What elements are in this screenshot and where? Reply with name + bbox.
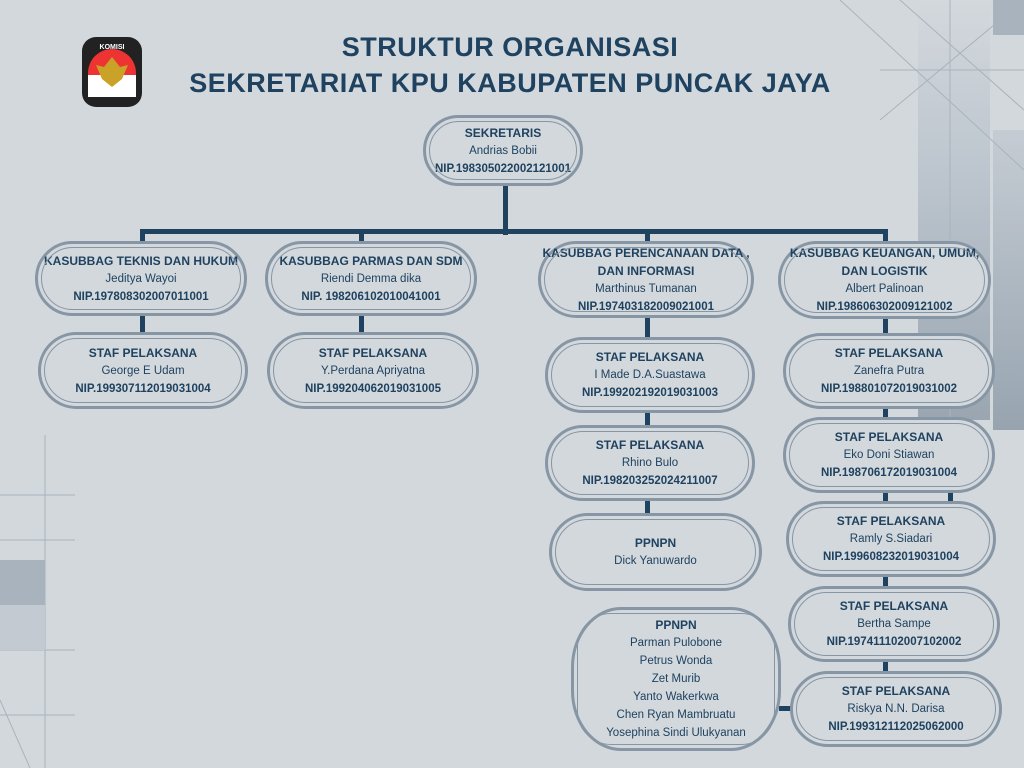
box-nip: NIP.199312112025062000	[828, 721, 964, 733]
connector	[883, 318, 888, 334]
org-box-ppnpn-perencanaan: PPNPN Dick Yanuwardo	[549, 513, 762, 591]
connector	[883, 229, 888, 242]
decor-strip-right	[993, 0, 1024, 35]
box-nip: NIP.198801072019031002	[820, 383, 957, 395]
box-person-name: Yosephina Sindi Ulukyanan	[606, 727, 746, 739]
connector	[645, 229, 650, 242]
box-nip: NIP.198706172019031004	[820, 467, 957, 479]
box-role: PPNPN	[634, 536, 677, 550]
connector	[779, 706, 791, 711]
box-role: STAF PELAKSANA	[318, 345, 428, 360]
connector	[359, 229, 364, 242]
box-role: STAF PELAKSANA	[595, 350, 705, 364]
connector	[140, 229, 145, 242]
box-role: STAF PELAKSANA	[834, 346, 944, 360]
box-role: PPNPN	[655, 618, 697, 632]
connector	[883, 576, 888, 587]
box-person-name: Parman Pulobone	[629, 637, 723, 649]
box-role: STAF PELAKSANA	[836, 514, 946, 528]
connector	[503, 185, 508, 235]
box-role: STAF PELAKSANA	[595, 438, 705, 452]
box-person-name: Riskya N.N. Darisa	[847, 703, 945, 715]
box-person-name: Albert Palinoan	[845, 283, 924, 295]
org-box-kasubbag-perencanaan: KASUBBAG PERENCANAAN DATA , DAN INFORMAS…	[538, 241, 754, 318]
box-person-name: I Made D.A.Suastawa	[594, 369, 706, 381]
connector	[883, 408, 888, 418]
connector	[359, 315, 364, 333]
svg-text:KOMISI: KOMISI	[100, 44, 125, 51]
box-nip: NIP.198606302009121002	[816, 301, 953, 313]
box-person-name: Dick Yanuwardo	[614, 555, 697, 567]
box-role: SEKRETARIS	[464, 125, 542, 140]
box-person-name: Rhino Bulo	[621, 457, 679, 469]
box-nip: NIP.199204062019031005	[304, 382, 441, 395]
org-box-kasubbag-parmas: KASUBBAG PARMAS DAN SDM Riendi Demma dika…	[265, 241, 477, 316]
kpu-logo: KOMISI	[82, 37, 142, 107]
box-person-name: Y.Perdana Apriyatna	[320, 364, 425, 377]
connector	[645, 500, 650, 514]
box-person-name: Riendi Demma dika	[320, 272, 422, 285]
connector	[948, 492, 953, 502]
box-nip: NIP.199202192019031003	[581, 387, 718, 399]
box-person-name: Andrias Bobii	[469, 144, 537, 157]
box-person-name: Bertha Sampe	[857, 618, 931, 630]
box-person-name: Yanto Wakerkwa	[633, 691, 719, 703]
box-person-name: Chen Ryan Mambruatu	[616, 709, 736, 721]
connector	[883, 661, 888, 672]
box-person-name: Zanefra Putra	[853, 365, 925, 377]
box-person-name: Marthinus Tumanan	[595, 282, 697, 295]
box-person-name: George E Udam	[101, 364, 185, 377]
connector	[645, 412, 650, 426]
box-nip: NIP. 198206102010041001	[301, 290, 441, 303]
box-role: STAF PELAKSANA	[834, 430, 944, 444]
connector	[140, 229, 888, 234]
box-nip: NIP.199608232019031004	[822, 551, 959, 563]
box-role: KASUBBAG TEKNIS DAN HUKUM	[44, 253, 238, 268]
box-person-name: Petrus Wonda	[639, 655, 713, 667]
box-nip: NIP.198305022002121001	[434, 162, 571, 175]
box-role: KASUBBAG PARMAS DAN SDM	[279, 253, 463, 268]
org-box-kasubbag-keuangan: KASUBBAG KEUANGAN, UMUM, DAN LOGISTIK Alb…	[778, 241, 991, 319]
box-person-name: Eko Doni Stiawan	[843, 449, 935, 461]
box-nip: NIP.197411102007102002	[826, 636, 962, 648]
box-nip: NIP.197808302007011001	[73, 290, 209, 303]
connector	[883, 492, 888, 502]
box-nip: NIP.199307112019031004	[75, 382, 211, 395]
box-person-name: Jeditya Wayoi	[105, 272, 177, 285]
connector	[645, 317, 650, 338]
box-person-name: Zet Murib	[651, 673, 701, 685]
box-role: KASUBBAG PERENCANAAN DATA , DAN INFORMAS…	[542, 245, 750, 278]
box-role: STAF PELAKSANA	[88, 345, 198, 360]
connector	[140, 315, 145, 333]
box-person-name: Ramly S.Siadari	[849, 533, 933, 545]
box-nip: NIP.198203252024211007	[582, 475, 718, 487]
decor-strip-right-2	[993, 130, 1024, 430]
box-role: KASUBBAG KEUANGAN, UMUM, DAN LOGISTIK	[789, 246, 980, 278]
box-role: STAF PELAKSANA	[839, 599, 949, 613]
box-nip: NIP.197403182009021001	[577, 300, 714, 313]
page-title-line1: STRUKTUR ORGANISASI	[341, 32, 679, 62]
box-role: STAF PELAKSANA	[841, 684, 951, 698]
page-title-line2: SEKRETARIAT KPU KABUPATEN PUNCAK JAYA	[189, 68, 831, 98]
